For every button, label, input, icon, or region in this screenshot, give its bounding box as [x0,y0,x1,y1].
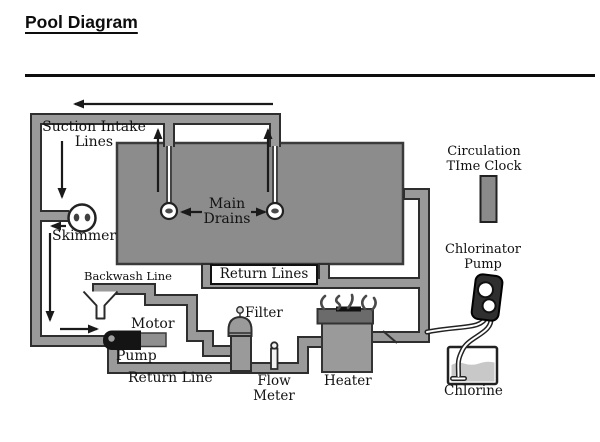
skimmer-label: Skimmer [52,228,117,244]
heater-outlet-valve [382,330,398,344]
skimmer-icon [67,203,97,233]
motor-label: Motor [131,316,175,332]
filter-icon [227,306,253,372]
filter-label: Filter [245,305,283,321]
pipe-network-fill [32,115,428,372]
chlorinator-pump-icon [470,273,504,322]
flow-meter-label: Flow Meter [253,373,295,404]
heater-label: Heater [324,373,372,389]
return-lines-label: Return Lines [219,266,309,282]
return-lines-label-box: Return Lines [210,264,318,285]
return-line-label: Return Line [128,370,213,386]
filter-gauge-icon [236,306,244,314]
heater-icon [316,293,398,373]
chlorine-label: Chlorine [444,383,503,399]
horizontal-rule [25,74,595,77]
main-drain-icon-2 [265,201,285,221]
motor-icon [138,332,167,348]
heat-waves-icon [319,293,377,312]
main-drain-icon-1 [159,201,179,221]
chlorinator-pump-label: Chlorinator Pump [444,242,522,272]
time-clock-icon [479,175,498,223]
backwash-line-label: Backwash Line [84,269,172,283]
suction-intake-lines-label: Suction Intake Lines [42,119,146,150]
drain-drop-lines [166,146,278,203]
flow-meter-icon [270,341,279,370]
flow-arrows [45,99,273,334]
page-title: Pool Diagram [25,12,138,32]
pump-motor-assembly [103,330,167,350]
main-drains-label: Main Drains [203,196,251,227]
pump-label: Pump [116,348,157,364]
backwash-funnel-icon [82,290,119,320]
circulation-time-clock-label: Circulation TIme Clock [446,144,522,174]
